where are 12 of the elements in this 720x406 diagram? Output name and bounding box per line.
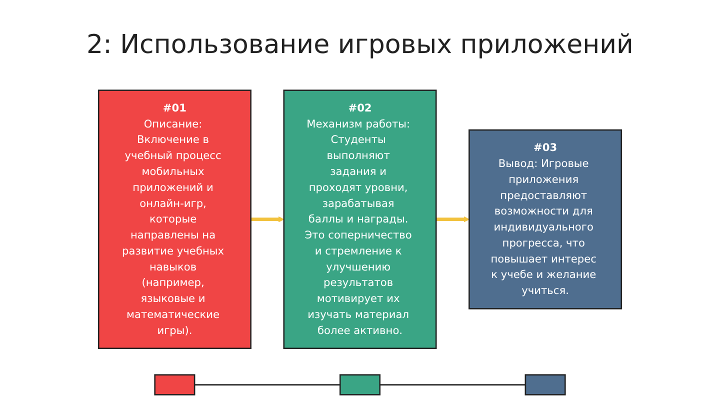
node-bar [339, 374, 381, 396]
connector [380, 384, 526, 386]
node-box [283, 90, 437, 350]
node-box [468, 129, 622, 310]
connector [194, 384, 340, 386]
arrow [436, 216, 470, 222]
node-bar [524, 374, 566, 396]
flowchart: #01 Описание: Включение в учебный процесс мобильных приложений и онлайн-игр, которые направлены на развитие учебных навыков (например, языковые и математические игры). #02 Механизм работы: Студенты выполняют задания и проходят уровни, зарабатывая баллы и награды. Это соперничество и стремление к улучшению результатов мотивирует их изучать материал более активно. #03 Вывод: Игровые приложения предоставляют возможности для индивидуального прогресса, что повышает интерес к учебе и желание учиться. [10, 85, 710, 400]
node-bar [154, 374, 196, 396]
arrow [250, 216, 284, 222]
title: 2: Использование игровых приложений [86, 29, 634, 62]
node-box [98, 90, 252, 350]
